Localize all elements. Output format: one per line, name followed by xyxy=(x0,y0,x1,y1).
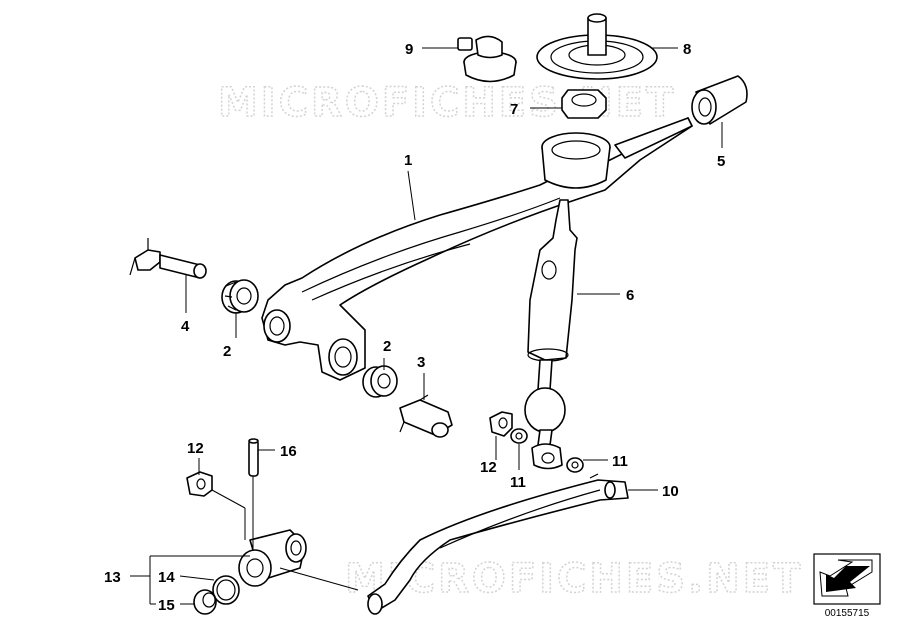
callout-6: 6 xyxy=(626,287,634,304)
diagram-code-badge: 00155715 xyxy=(813,553,881,619)
callout-14: 14 xyxy=(158,569,175,586)
callout-10: 10 xyxy=(662,483,679,500)
bearing-lower[interactable] xyxy=(362,365,398,398)
bushing[interactable] xyxy=(561,89,607,119)
shift-boot[interactable] xyxy=(536,13,658,80)
callout-12-right: 12 xyxy=(480,459,497,476)
joint-assembly[interactable] xyxy=(238,529,307,587)
callout-1: 1 xyxy=(404,152,412,169)
cap[interactable] xyxy=(193,589,217,615)
shift-rod[interactable] xyxy=(524,199,578,470)
shift-lever-arm[interactable] xyxy=(261,117,693,381)
callout-11-left: 11 xyxy=(510,474,526,491)
callout-2-upper: 2 xyxy=(223,343,231,360)
callout-8: 8 xyxy=(683,41,691,58)
washer-right[interactable] xyxy=(566,457,584,473)
callout-11-right: 11 xyxy=(612,453,628,470)
arrow-icon xyxy=(826,566,870,592)
callout-4: 4 xyxy=(181,318,190,335)
roll-pin[interactable] xyxy=(248,438,259,477)
washer-left[interactable] xyxy=(510,428,528,444)
callout-7: 7 xyxy=(510,101,518,118)
diagram-code: 00155715 xyxy=(825,608,870,619)
watermark-top: MICROFICHES.NET xyxy=(218,80,676,126)
callout-9: 9 xyxy=(405,41,413,58)
callout-2-lower: 2 xyxy=(383,338,391,355)
callout-13: 13 xyxy=(104,569,121,586)
clamp[interactable] xyxy=(457,35,517,83)
bearing-upper[interactable] xyxy=(221,279,259,314)
selector-rod[interactable] xyxy=(367,473,629,615)
callout-3: 3 xyxy=(417,354,425,371)
leader-lines xyxy=(130,47,723,605)
callout-15: 15 xyxy=(158,597,175,614)
bracket-pin-left[interactable] xyxy=(129,238,207,279)
callout-12-left: 12 xyxy=(187,440,204,457)
callout-5: 5 xyxy=(717,153,725,170)
sleeve[interactable] xyxy=(691,75,748,125)
o-ring[interactable] xyxy=(212,575,240,605)
callout-16: 16 xyxy=(280,443,297,460)
clip-left[interactable] xyxy=(186,471,213,497)
bracket-pin-right[interactable] xyxy=(399,394,453,438)
clip-right[interactable] xyxy=(489,411,513,437)
